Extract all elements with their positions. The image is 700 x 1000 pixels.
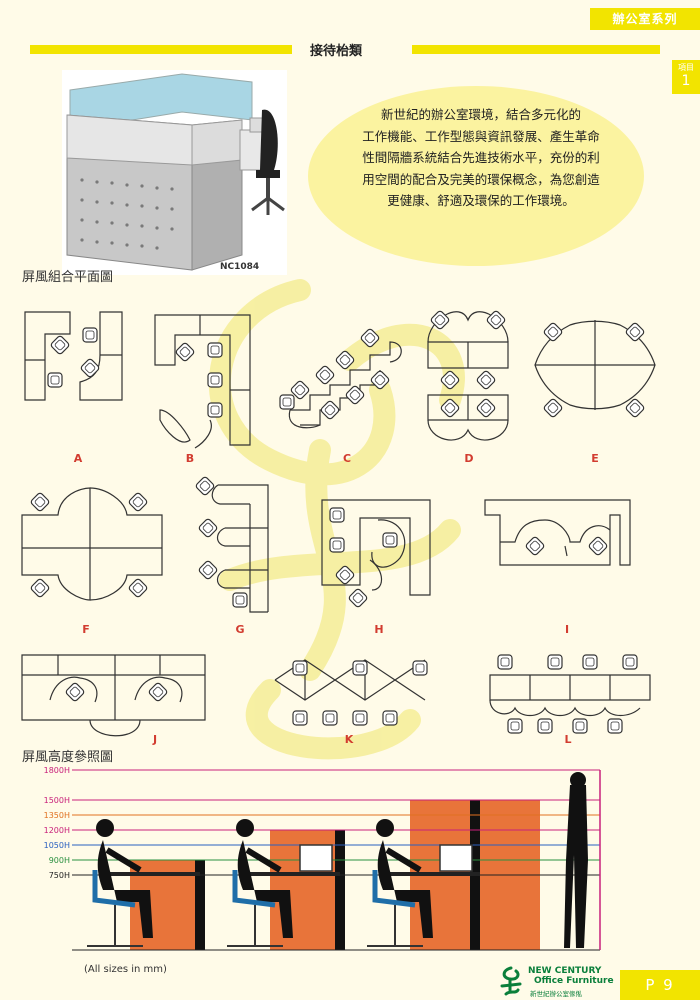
panel-post-1 [195, 860, 205, 950]
person-arm-icon [105, 847, 142, 873]
plan-heading: 屏風組合平面圖 [22, 270, 114, 285]
panel-post-2 [335, 830, 345, 950]
brand-line2: Office Furniture [534, 976, 614, 986]
chair-base-icon [227, 905, 283, 947]
monitor-icon [439, 844, 473, 872]
workstation-photo [62, 70, 287, 275]
seated-person-icon [97, 840, 153, 938]
plan-h [321, 499, 431, 609]
units-note: (All sizes in mm) [84, 964, 167, 975]
plan-a [24, 311, 123, 401]
plan-d [427, 309, 509, 441]
level-label: 1800H [44, 766, 70, 775]
plan-f [21, 487, 163, 601]
plan-label-b: B [185, 452, 195, 465]
plan-label-j: J [152, 733, 158, 746]
page-title: 接待枱類 [310, 44, 363, 59]
intro-oval [308, 86, 644, 266]
level-label: 1050H [44, 841, 70, 850]
intro-text: 新世紀的辦公室環境，結合多元化的 工作機能、工作型態與資訊發展、產生革命 性間隔… [336, 104, 626, 212]
intro-line: 新世紀的辦公室環境，結合多元化的 [380, 107, 581, 122]
plan-j [21, 654, 206, 737]
person-arm-icon [245, 847, 282, 873]
plan-label-f: F [82, 623, 90, 636]
level-label: 1500H [44, 796, 70, 805]
plan-label-i: I [564, 623, 570, 636]
height-heading: 屏風高度參照圖 [22, 750, 114, 765]
chair-base-icon [367, 905, 423, 947]
brand-name: NEW CENTURY Office Furniture [528, 966, 614, 986]
plan-i [484, 499, 631, 566]
level-label: 1200H [44, 826, 70, 835]
intro-line: 性間隔牆系統結合先進技術水平，充份的利 [362, 150, 600, 165]
plan-b [154, 314, 251, 449]
page-number: P 9 [620, 970, 700, 1000]
person-head-icon [236, 819, 254, 837]
seated-person-icon [377, 840, 433, 938]
desk-top [240, 872, 340, 876]
plan-l [489, 654, 651, 734]
plan-k [274, 659, 428, 726]
plan-label-h: H [374, 623, 384, 636]
level-label: 900H [49, 856, 70, 865]
brand-logo-icon [500, 966, 522, 996]
plan-label-e: E [591, 452, 599, 465]
intro-line: 更健康、舒適及環保的工作環境。 [387, 193, 575, 208]
intro-line: 工作機能、工作型態與資訊發展、產生革命 [362, 128, 600, 144]
plan-label-a: A [73, 452, 83, 465]
side-tab-number: 1 [681, 73, 691, 89]
plan-e [534, 320, 656, 419]
seated-person-icon [237, 840, 293, 938]
person-arm-icon [385, 847, 422, 873]
intro-line: 用空間的配合及完美的環保概念，為您創造 [362, 171, 600, 187]
level-label: 750H [49, 871, 70, 880]
plan-label-c: C [342, 452, 352, 465]
standing-head-icon [570, 772, 586, 788]
chair-icon [372, 870, 416, 908]
plan-c [279, 327, 402, 429]
photo-code: NC1084 [220, 262, 260, 272]
plan-label-k: K [344, 733, 354, 746]
plan-label-l: L [564, 733, 572, 746]
chair-icon [232, 870, 276, 908]
person-head-icon [96, 819, 114, 837]
plan-g [194, 475, 269, 613]
floor-plans [21, 309, 656, 737]
series-tab: 辦公室系列 [590, 8, 700, 30]
title-bar-left [30, 45, 292, 54]
desk-top [380, 872, 480, 876]
height-chart: 1800H 1500H 1350H 1200H 1050H 900H 750H [44, 766, 601, 951]
person-head-icon [376, 819, 394, 837]
standing-person-icon [564, 785, 588, 948]
desk-top [100, 872, 200, 876]
level-label: 1350H [44, 811, 70, 820]
chair-icon [92, 870, 136, 908]
side-tab-label: 項目 [678, 63, 694, 72]
chair-base-icon [87, 905, 143, 947]
plan-label-g: G [235, 623, 245, 636]
monitor-icon [299, 844, 333, 872]
title-bar-right [412, 45, 660, 54]
brand-line1: NEW CENTURY [528, 966, 602, 976]
plan-label-d: D [464, 452, 474, 465]
side-tab: 項目 1 [672, 60, 700, 94]
brand-cn: 新世紀辦公室傢俬 [530, 990, 582, 998]
